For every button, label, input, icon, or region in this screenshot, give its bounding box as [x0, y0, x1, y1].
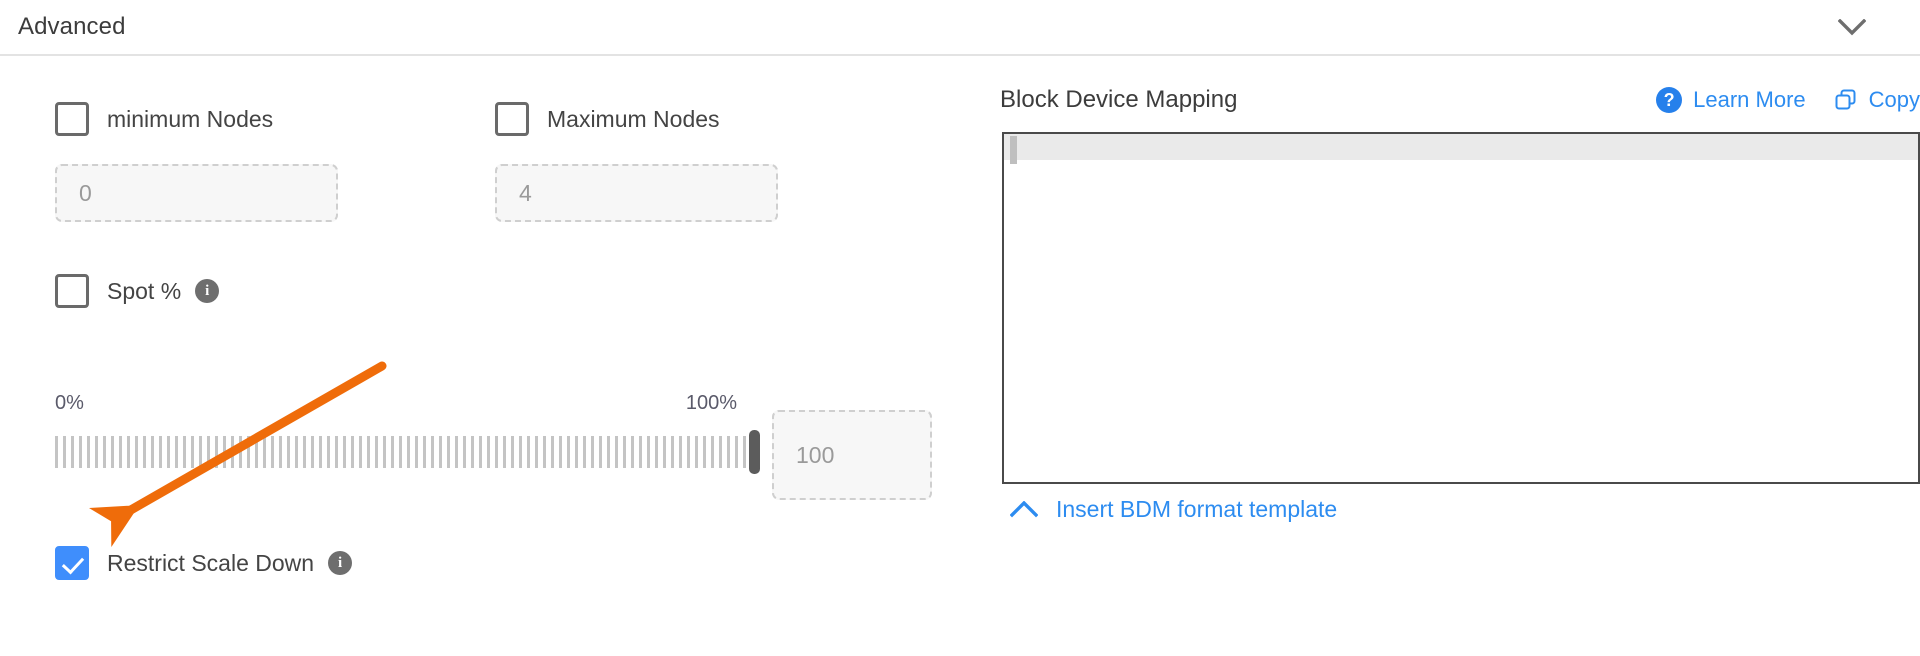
block-device-mapping-editor[interactable]	[1002, 132, 1920, 484]
spot-percent-row: Spot % i	[55, 274, 220, 308]
spot-percent-info-icon[interactable]: i	[195, 279, 220, 303]
chevron-down-icon	[1838, 18, 1866, 35]
editor-cursor-marker	[1010, 136, 1017, 164]
maximum-nodes-input[interactable]: 4	[495, 164, 778, 222]
restrict-scale-down-label: Restrict Scale Down	[107, 549, 315, 576]
minimum-nodes-row: minimum Nodes	[55, 102, 273, 136]
page-title: Advanced	[18, 13, 126, 40]
left-column: minimum Nodes 0 Maximum Nodes 4 Spot % i…	[0, 56, 980, 656]
learn-more-link[interactable]: ? Learn More	[1656, 87, 1806, 113]
section-collapse-toggle[interactable]	[1830, 10, 1874, 44]
header-divider	[0, 54, 1920, 56]
maximum-nodes-checkbox[interactable]	[495, 102, 529, 136]
spot-percent-slider[interactable]	[55, 430, 760, 474]
restrict-scale-down-row: Restrict Scale Down i	[55, 546, 353, 580]
minimum-nodes-input[interactable]: 0	[55, 164, 338, 222]
slider-min-label: 0%	[55, 392, 84, 414]
chevron-up-icon	[1010, 501, 1038, 518]
minimum-nodes-checkbox[interactable]	[55, 102, 89, 136]
slider-thumb[interactable]	[749, 430, 760, 474]
block-device-mapping-title: Block Device Mapping	[1000, 86, 1238, 113]
minimum-nodes-label: minimum Nodes	[107, 105, 274, 132]
block-device-mapping-header: Block Device Mapping ? Learn More Copy	[1000, 86, 1920, 114]
maximum-nodes-label: Maximum Nodes	[547, 105, 720, 132]
spot-percent-slider-group: 0% 100%	[55, 392, 760, 474]
section-header: Advanced	[0, 0, 1920, 54]
spot-percent-value-input[interactable]: 100	[772, 410, 932, 500]
copy-link[interactable]: Copy	[1834, 87, 1920, 113]
copy-label: Copy	[1868, 87, 1920, 112]
spot-percent-checkbox[interactable]	[55, 274, 89, 308]
insert-bdm-template-link[interactable]: Insert BDM format template	[1010, 496, 1337, 523]
restrict-scale-down-checkbox[interactable]	[55, 546, 89, 580]
slider-scale-labels: 0% 100%	[55, 392, 755, 418]
spot-percent-label: Spot %	[107, 277, 182, 304]
maximum-nodes-row: Maximum Nodes	[495, 102, 720, 136]
help-circle-icon: ?	[1656, 87, 1683, 113]
copy-icon	[1834, 88, 1858, 112]
learn-more-label: Learn More	[1693, 87, 1806, 112]
slider-max-label: 100%	[685, 392, 737, 414]
editor-active-line	[1004, 134, 1918, 160]
restrict-scale-down-info-icon[interactable]: i	[328, 551, 353, 575]
insert-bdm-template-label: Insert BDM format template	[1056, 496, 1338, 522]
